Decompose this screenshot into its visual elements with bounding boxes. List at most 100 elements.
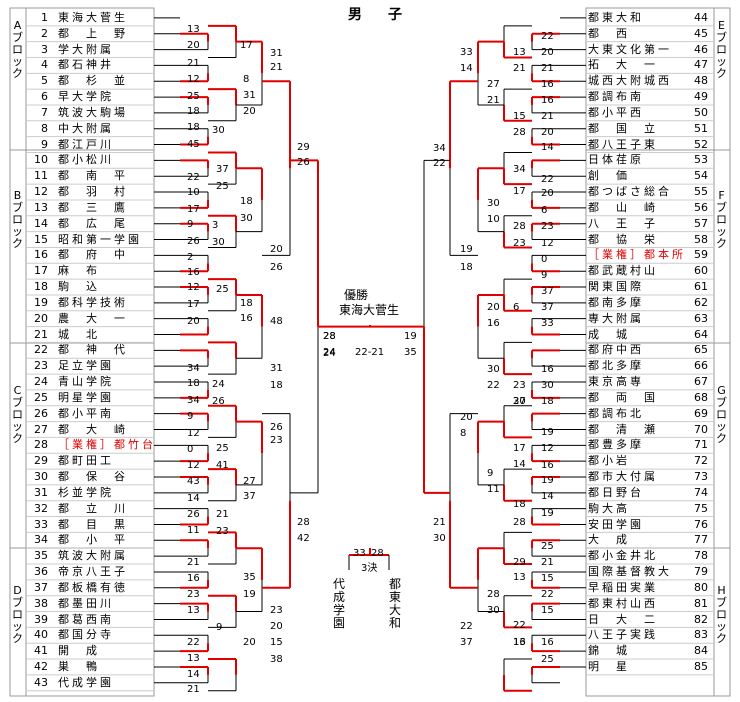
team-name: 代成学園 [58, 675, 114, 689]
team-number: 79 [694, 565, 708, 579]
team-number: 17 [34, 264, 48, 278]
match-score: 37 [513, 396, 526, 407]
match-score: 22 [541, 589, 554, 600]
match-score: 12 [187, 282, 200, 293]
match-score: 15 [541, 605, 554, 616]
match-score: 25 [541, 541, 554, 552]
match-score: 13 [187, 653, 200, 664]
match-score: 30 [212, 237, 225, 248]
match-score: 35 [243, 572, 256, 583]
match-score: 12 [187, 460, 200, 471]
match-score: 21 [216, 509, 229, 520]
match-score: 30 [487, 198, 500, 209]
team-name: 八 王 子 [588, 216, 658, 230]
team-name: 巣 鴨 [58, 660, 100, 674]
team-name: 都江戸川 [58, 137, 114, 151]
champion-name: 東海大菅生 [339, 303, 400, 317]
team-number: 45 [694, 26, 708, 40]
third-place-right-score: 28 [371, 548, 384, 559]
match-score: 26 [270, 422, 283, 433]
team-number: 15 [34, 232, 48, 246]
match-score: 30 [212, 125, 225, 136]
team-number: 54 [694, 169, 708, 183]
match-score: 28 [297, 517, 310, 528]
team-number: 21 [34, 327, 48, 341]
team-name: 都 大 崎 [58, 422, 128, 436]
team-name: 都市大付属 [588, 470, 658, 484]
team-name: 都調布南 [588, 90, 644, 104]
match-score: 33 [541, 318, 554, 329]
team-name: 都調布北 [588, 406, 644, 420]
match-score: 21 [541, 63, 554, 74]
match-score: 23 [270, 435, 283, 446]
team-number: 33 [34, 517, 48, 531]
team-number: 39 [34, 612, 48, 626]
team-name: 関東国際 [588, 280, 644, 294]
match-score: 23 [187, 589, 200, 600]
team-name: 日 大 二 [588, 612, 658, 626]
match-score: 6 [541, 205, 548, 216]
match-score: 9 [187, 219, 194, 230]
match-score: 22 [541, 31, 554, 42]
team-name: 足立学園 [58, 359, 114, 373]
match-score: 16 [541, 95, 554, 106]
match-score: 30 [541, 380, 554, 391]
team-number: 3 [41, 42, 48, 56]
team-name: 都 小 平 [58, 533, 128, 547]
match-score: 28 [323, 331, 336, 342]
match-score: 21 [487, 95, 500, 106]
match-score: 13 [513, 572, 526, 583]
match-score: 20 [460, 412, 473, 423]
match-score: 14 [541, 142, 554, 153]
team-name: 都石神井 [58, 58, 114, 72]
team-number: 50 [694, 105, 708, 119]
team-name: ［業権］都竹台 [58, 438, 156, 452]
block-label-C: Cブロック [12, 384, 23, 445]
match-score: 37 [541, 302, 554, 313]
match-score: 20 [187, 40, 200, 51]
team-number: 41 [34, 644, 48, 658]
third-place-left-score: 33 [353, 548, 366, 559]
team-number: 68 [694, 390, 708, 404]
team-number: 18 [34, 280, 48, 294]
team-name: 都 保 谷 [58, 470, 128, 484]
match-score: 19 [541, 475, 554, 486]
team-name: 明 星 [588, 660, 630, 674]
match-score: 12 [187, 74, 200, 85]
team-number: 19 [34, 295, 48, 309]
match-score: 21 [513, 63, 526, 74]
match-score: 18 [541, 396, 554, 407]
match-score: 37 [243, 491, 256, 502]
team-number: 48 [694, 74, 708, 88]
team-name: 都 広 尾 [58, 216, 128, 230]
team-number: 9 [41, 137, 48, 151]
match-score: 16 [187, 267, 200, 278]
team-number: 56 [694, 200, 708, 214]
match-score: 17 [513, 186, 526, 197]
team-name: 専大附属 [588, 311, 644, 325]
match-score: 21 [270, 62, 283, 73]
final-right-score-2: 35 [404, 347, 417, 358]
match-score: 15 [270, 637, 283, 648]
match-score: 23 [513, 380, 526, 391]
team-name: 都墨田川 [58, 596, 114, 610]
team-number: 53 [694, 153, 708, 167]
team-number: 62 [694, 295, 708, 309]
match-score: 27 [243, 476, 256, 487]
match-score: 14 [541, 491, 554, 502]
team-number: 73 [694, 470, 708, 484]
match-score: 23 [270, 605, 283, 616]
team-number: 23 [34, 359, 48, 373]
team-number: 51 [694, 121, 708, 135]
block-label-A: Aブロック [12, 19, 23, 80]
match-score: 30 [433, 533, 446, 544]
team-number: 67 [694, 375, 708, 389]
match-score: 20 [487, 302, 500, 313]
match-score: 45 [187, 139, 200, 150]
team-name: 都八王子東 [588, 137, 658, 151]
team-name: 都葛西南 [58, 612, 114, 626]
match-score: 31 [270, 363, 283, 374]
match-score: 10 [487, 214, 500, 225]
team-name: 都 南 平 [58, 169, 128, 183]
team-name: 都 上 野 [58, 26, 128, 40]
